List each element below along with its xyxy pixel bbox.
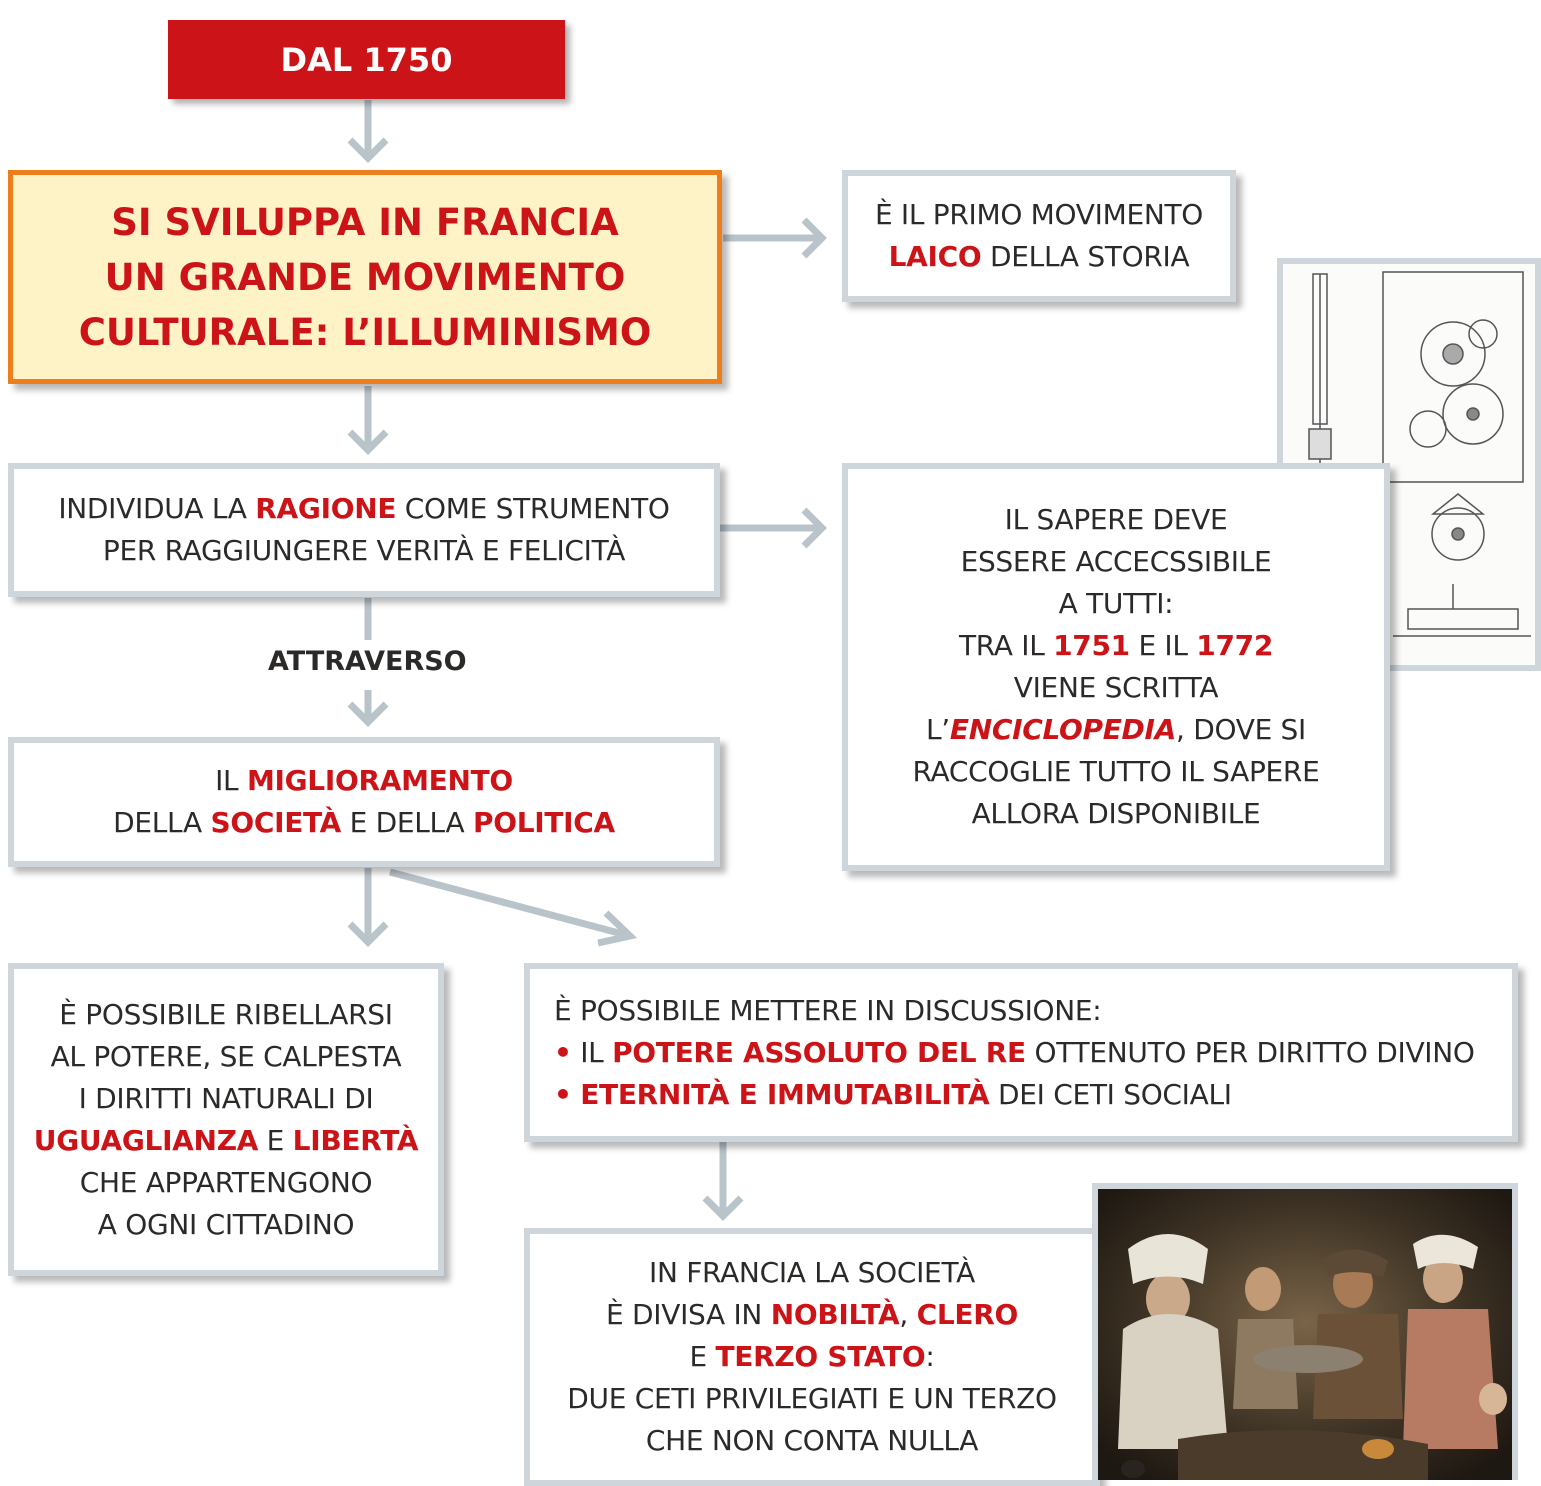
enc-line-8: ALLORA DISPONIBILE	[971, 797, 1261, 830]
ragione-line-2: PER RAGGIUNGERE VERITÀ E FELICITÀ	[102, 534, 626, 567]
soc-l2-pre: È DIVISA IN	[606, 1298, 771, 1331]
main-line-1: SI SVILUPPA IN FRANCIA	[111, 200, 619, 244]
bullet-icon: •	[554, 1035, 572, 1069]
discussione-box: È POSSIBILE METTERE IN DISCUSSIONE: • IL…	[524, 963, 1518, 1142]
disc-bullet-1: • IL POTERE ASSOLUTO DEL RE OTTENUTO PER…	[554, 1032, 1475, 1074]
peasant-family-painting	[1092, 1183, 1518, 1480]
soc-line-2: È DIVISA IN NOBILTÀ, CLERO	[606, 1294, 1018, 1336]
soc-line-3: E TERZO STATO:	[690, 1336, 935, 1378]
migl-politica: POLITICA	[472, 806, 615, 839]
rib-line-3: I DIRITTI NATURALI DI	[78, 1081, 374, 1115]
enc-line-1: IL SAPERE DEVE	[1004, 503, 1228, 536]
migl-highlight: MIGLIORAMENTO	[246, 764, 513, 797]
migl-l2-pre: DELLA	[113, 806, 211, 839]
soc-line-5: CHE NON CONTA NULLA	[645, 1424, 979, 1457]
rib-l4-mid: E	[258, 1123, 293, 1157]
miglioramento-box: IL MIGLIORAMENTO DELLA SOCIETÀ E DELLA P…	[8, 737, 720, 867]
enc-year-2: 1772	[1196, 629, 1274, 662]
year-header: DAL 1750	[168, 20, 565, 99]
laico-box: È IL PRIMO MOVIMENTO LAICO DELLA STORIA	[842, 170, 1236, 302]
migl-line-1: IL MIGLIORAMENTO	[215, 760, 513, 802]
disc-b1-post: OTTENUTO PER DIRITTO DIVINO	[1025, 1035, 1475, 1069]
enc-l4-pre: TRA IL	[958, 629, 1054, 662]
enc-l6-post: , DOVE SI	[1176, 713, 1306, 746]
laico-highlight: LAICO	[888, 240, 982, 273]
enc-l6-pre: L’	[925, 713, 950, 746]
painting-drawing	[1098, 1189, 1512, 1480]
enc-line-4: TRA IL 1751 E IL 1772	[959, 625, 1273, 667]
enc-line-5: VIENE SCRITTA	[1013, 671, 1219, 704]
disc-b1-highlight: POTERE ASSOLUTO DEL RE	[612, 1035, 1026, 1069]
rib-line-6: A OGNI CITTADINO	[97, 1207, 355, 1241]
enc-year-1: 1751	[1053, 629, 1130, 662]
disc-b1-pre: IL	[571, 1035, 613, 1069]
soc-clero: CLERO	[916, 1298, 1019, 1331]
soc-comma: ,	[899, 1298, 917, 1331]
disc-line-1: È POSSIBILE METTERE IN DISCUSSIONE:	[554, 993, 1102, 1027]
year-header-label: DAL 1750	[280, 40, 453, 79]
ribellarsi-box: È POSSIBILE RIBELLARSI AL POTERE, SE CAL…	[8, 963, 444, 1276]
laico-line-1: È IL PRIMO MOVIMENTO	[874, 198, 1204, 231]
enc-line-2: ESSERE ACCECSSIBILE	[960, 545, 1272, 578]
migl-line-2: DELLA SOCIETÀ E DELLA POLITICA	[113, 802, 615, 844]
rib-line-1: È POSSIBILE RIBELLARSI	[59, 997, 393, 1031]
enc-line-6: L’ENCICLOPEDIA, DOVE SI	[926, 709, 1306, 751]
disc-b2-post: DEI CETI SOCIALI	[989, 1077, 1232, 1111]
enc-line-3: A TUTTI:	[1058, 587, 1174, 620]
bullet-icon: •	[554, 1077, 572, 1111]
rib-liberta: LIBERTÀ	[292, 1123, 419, 1157]
soc-terzo: TERZO STATO	[715, 1340, 926, 1373]
ragione-box: INDIVIDUA LA RAGIONE COME STRUMENTO PER …	[8, 463, 720, 597]
rib-line-5: CHE APPARTENGONO	[79, 1165, 373, 1199]
laico-line-2: LAICO DELLA STORIA	[889, 236, 1190, 278]
migl-pre: IL	[215, 764, 247, 797]
main-concept-box: SI SVILUPPA IN FRANCIA UN GRANDE MOVIMEN…	[8, 170, 722, 384]
soc-colon: :	[925, 1340, 935, 1373]
disc-b2-highlight: ETERNITÀ E IMMUTABILITÀ	[580, 1077, 990, 1111]
enc-title: ENCICLOPEDIA	[949, 713, 1176, 746]
disc-bullet-2: • ETERNITÀ E IMMUTABILITÀ DEI CETI SOCIA…	[554, 1074, 1232, 1116]
ragione-line-1: INDIVIDUA LA RAGIONE COME STRUMENTO	[58, 488, 670, 530]
ragione-highlight: RAGIONE	[255, 492, 397, 525]
enc-line-7: RACCOGLIE TUTTO IL SAPERE	[912, 755, 1320, 788]
enciclopedia-box: IL SAPERE DEVE ESSERE ACCECSSIBILE A TUT…	[842, 463, 1390, 871]
societa-box: IN FRANCIA LA SOCIETÀ È DIVISA IN NOBILT…	[524, 1228, 1100, 1486]
soc-nobilta: NOBILTÀ	[770, 1298, 900, 1331]
main-line-3: CULTURALE: L’ILLUMINISMO	[78, 310, 652, 354]
main-line-2: UN GRANDE MOVIMENTO	[104, 255, 626, 299]
migl-societa: SOCIETÀ	[210, 806, 342, 839]
rib-line-2: AL POTERE, SE CALPESTA	[50, 1039, 402, 1073]
soc-line-1: IN FRANCIA LA SOCIETÀ	[649, 1256, 975, 1289]
ragione-pre: INDIVIDUA LA	[58, 492, 256, 525]
rib-line-4: UGUAGLIANZA E LIBERTÀ	[33, 1120, 419, 1162]
soc-line-4: DUE CETI PRIVILEGIATI E UN TERZO	[567, 1382, 1057, 1415]
enc-l4-mid: E IL	[1129, 629, 1197, 662]
migl-l2-mid: E DELLA	[341, 806, 473, 839]
laico-rest: DELLA STORIA	[981, 240, 1190, 273]
attraverso-label: ATTRAVERSO	[268, 646, 467, 677]
soc-l3-pre: E	[689, 1340, 716, 1373]
rib-uguaglianza: UGUAGLIANZA	[33, 1123, 259, 1157]
ragione-post: COME STRUMENTO	[396, 492, 670, 525]
